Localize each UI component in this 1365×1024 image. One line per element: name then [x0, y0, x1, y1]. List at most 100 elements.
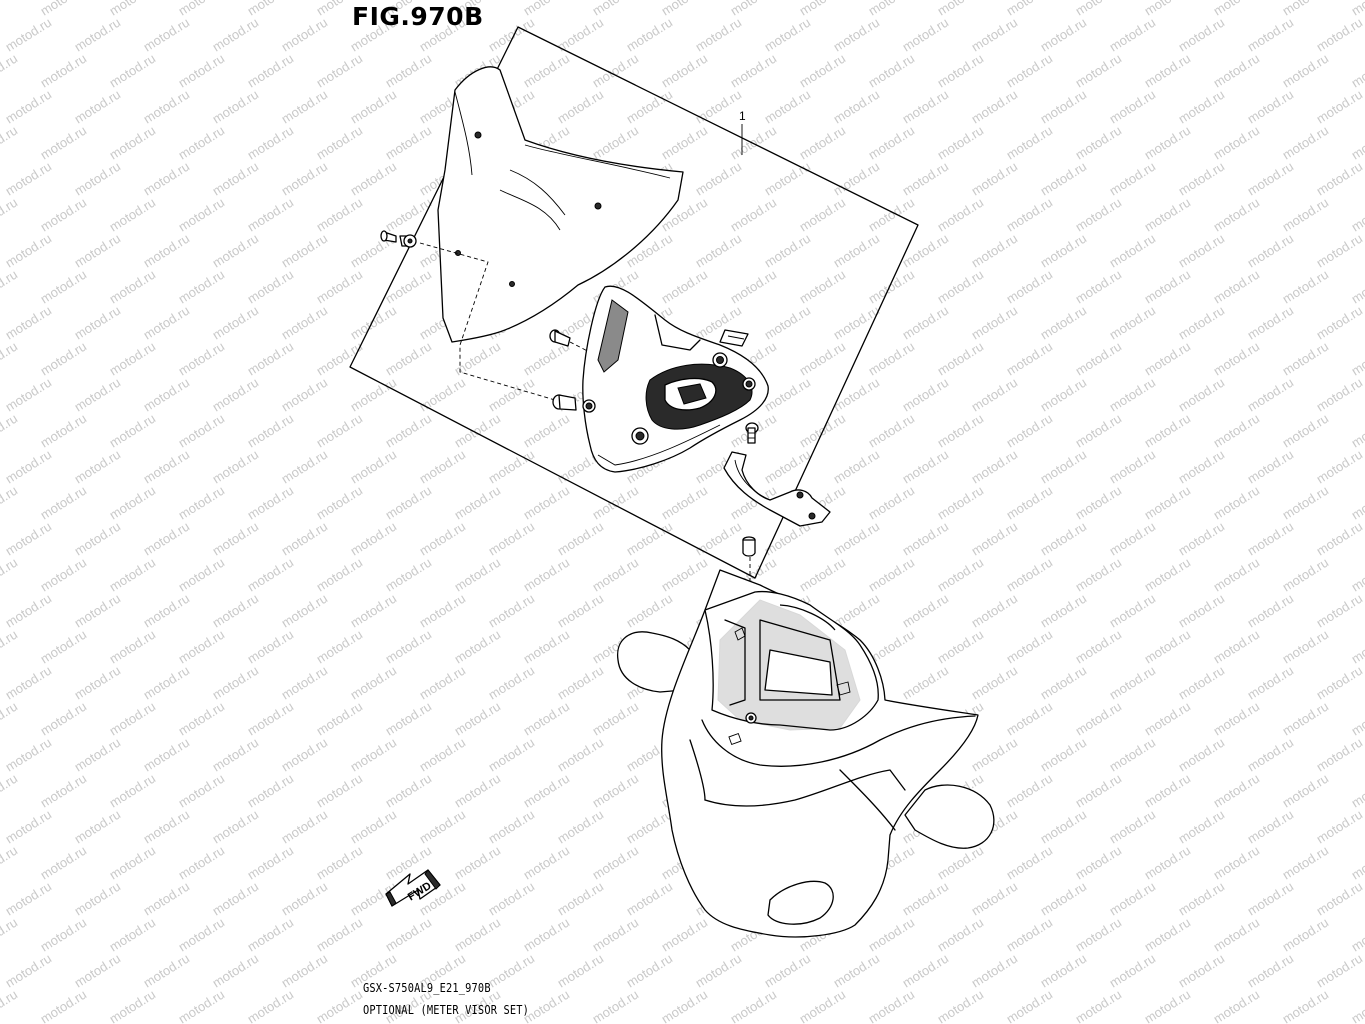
- watermark-text: motod.ru: [1142, 771, 1193, 811]
- watermark-text: motod.ru: [3, 879, 54, 919]
- watermark-text: motod.ru: [245, 195, 296, 235]
- watermark-text: motod.ru: [72, 303, 123, 343]
- bolt: [745, 422, 759, 444]
- watermark-text: motod.ru: [866, 123, 917, 163]
- watermark-text: motod.ru: [900, 519, 951, 559]
- watermark-text: motod.ru: [1073, 627, 1124, 667]
- watermark-text: motod.ru: [486, 807, 537, 847]
- watermark-text: motod.ru: [1211, 555, 1262, 595]
- watermark-text: motod.ru: [245, 555, 296, 595]
- watermark-text: motod.ru: [693, 951, 744, 991]
- watermark-text: motod.ru: [176, 123, 227, 163]
- watermark-text: motod.ru: [555, 735, 606, 775]
- watermark-text: motod.ru: [1176, 159, 1227, 199]
- watermark-text: motod.ru: [1349, 627, 1365, 667]
- watermark-text: motod.ru: [900, 447, 951, 487]
- watermark-text: motod.ru: [210, 735, 261, 775]
- watermark-text: motod.ru: [72, 231, 123, 271]
- watermark-text: motod.ru: [348, 591, 399, 631]
- watermark-text: motod.ru: [900, 879, 951, 919]
- watermark-text: motod.ru: [1038, 519, 1089, 559]
- watermark-text: motod.ru: [590, 699, 641, 739]
- watermark-text: motod.ru: [279, 87, 330, 127]
- watermark-text: motod.ru: [1211, 267, 1262, 307]
- watermark-text: motod.ru: [1142, 987, 1193, 1024]
- watermark-text: motod.ru: [1280, 483, 1331, 523]
- watermark-text: motod.ru: [831, 87, 882, 127]
- watermark-text: motod.ru: [1349, 771, 1365, 811]
- watermark-text: motod.ru: [1245, 447, 1296, 487]
- watermark-text: motod.ru: [590, 915, 641, 955]
- guide-line: [419, 242, 556, 401]
- watermark-text: motod.ru: [1142, 699, 1193, 739]
- watermark-text: motod.ru: [1142, 123, 1193, 163]
- watermark-text: motod.ru: [935, 627, 986, 667]
- watermark-text: motod.ru: [0, 483, 20, 523]
- watermark-text: motod.ru: [624, 951, 675, 991]
- watermark-text: motod.ru: [141, 735, 192, 775]
- watermark-text: motod.ru: [831, 447, 882, 487]
- watermark-text: motod.ru: [1349, 843, 1365, 883]
- watermark-text: motod.ru: [141, 591, 192, 631]
- watermark-text: motod.ru: [1176, 735, 1227, 775]
- watermark-text: motod.ru: [1211, 987, 1262, 1024]
- watermark-text: motod.ru: [0, 267, 20, 307]
- watermark-text: motod.ru: [762, 375, 813, 415]
- watermark-text: motod.ru: [1038, 879, 1089, 919]
- watermark-text: motod.ru: [1038, 447, 1089, 487]
- watermark-text: motod.ru: [762, 303, 813, 343]
- watermark-text: motod.ru: [1038, 807, 1089, 847]
- watermark-text: motod.ru: [314, 123, 365, 163]
- watermark-text: motod.ru: [383, 411, 434, 451]
- watermark-text: motod.ru: [383, 195, 434, 235]
- watermark-text: motod.ru: [210, 951, 261, 991]
- watermark-text: motod.ru: [590, 555, 641, 595]
- watermark-text: motod.ru: [1211, 123, 1262, 163]
- watermark-text: motod.ru: [245, 987, 296, 1024]
- watermark-text: motod.ru: [486, 663, 537, 703]
- watermark-text: motod.ru: [1314, 519, 1365, 559]
- watermark-text: motod.ru: [728, 267, 779, 307]
- watermark-text: motod.ru: [38, 843, 89, 883]
- watermark-text: motod.ru: [314, 483, 365, 523]
- watermark-text: motod.ru: [3, 735, 54, 775]
- watermark-text: motod.ru: [176, 483, 227, 523]
- watermark-text: motod.ru: [1142, 267, 1193, 307]
- watermark-text: motod.ru: [1073, 771, 1124, 811]
- watermark-text: motod.ru: [38, 915, 89, 955]
- watermark-text: motod.ru: [1073, 483, 1124, 523]
- watermark-text: motod.ru: [624, 879, 675, 919]
- watermark-text: motod.ru: [762, 951, 813, 991]
- watermark-text: motod.ru: [486, 519, 537, 559]
- watermark-text: motod.ru: [866, 411, 917, 451]
- watermark-text: motod.ru: [314, 987, 365, 1024]
- watermark-text: motod.ru: [383, 483, 434, 523]
- watermark-text: motod.ru: [1245, 735, 1296, 775]
- watermark-text: motod.ru: [3, 15, 54, 55]
- watermark-text: motod.ru: [3, 375, 54, 415]
- watermark-text: motod.ru: [969, 15, 1020, 55]
- watermark-text: motod.ru: [176, 699, 227, 739]
- watermark-text: motod.ru: [1280, 123, 1331, 163]
- watermark-text: motod.ru: [176, 339, 227, 379]
- watermark-text: motod.ru: [1314, 807, 1365, 847]
- callout-number-1: 1: [739, 109, 746, 123]
- watermark-text: motod.ru: [797, 267, 848, 307]
- watermark-text: motod.ru: [383, 339, 434, 379]
- watermark-text: motod.ru: [279, 951, 330, 991]
- watermark-text: motod.ru: [797, 339, 848, 379]
- watermark-text: motod.ru: [1176, 591, 1227, 631]
- watermark-text: motod.ru: [1142, 51, 1193, 91]
- watermark-text: motod.ru: [1073, 699, 1124, 739]
- watermark-text: motod.ru: [1314, 87, 1365, 127]
- watermark-text: motod.ru: [176, 627, 227, 667]
- watermark-text: motod.ru: [1211, 627, 1262, 667]
- watermark-text: motod.ru: [1004, 987, 1055, 1024]
- watermark-text: motod.ru: [176, 51, 227, 91]
- watermark-text: motod.ru: [1004, 915, 1055, 955]
- watermark-text: motod.ru: [72, 591, 123, 631]
- watermark-text: motod.ru: [452, 771, 503, 811]
- watermark-text: motod.ru: [728, 195, 779, 235]
- watermark-text: motod.ru: [659, 987, 710, 1024]
- watermark-text: motod.ru: [176, 195, 227, 235]
